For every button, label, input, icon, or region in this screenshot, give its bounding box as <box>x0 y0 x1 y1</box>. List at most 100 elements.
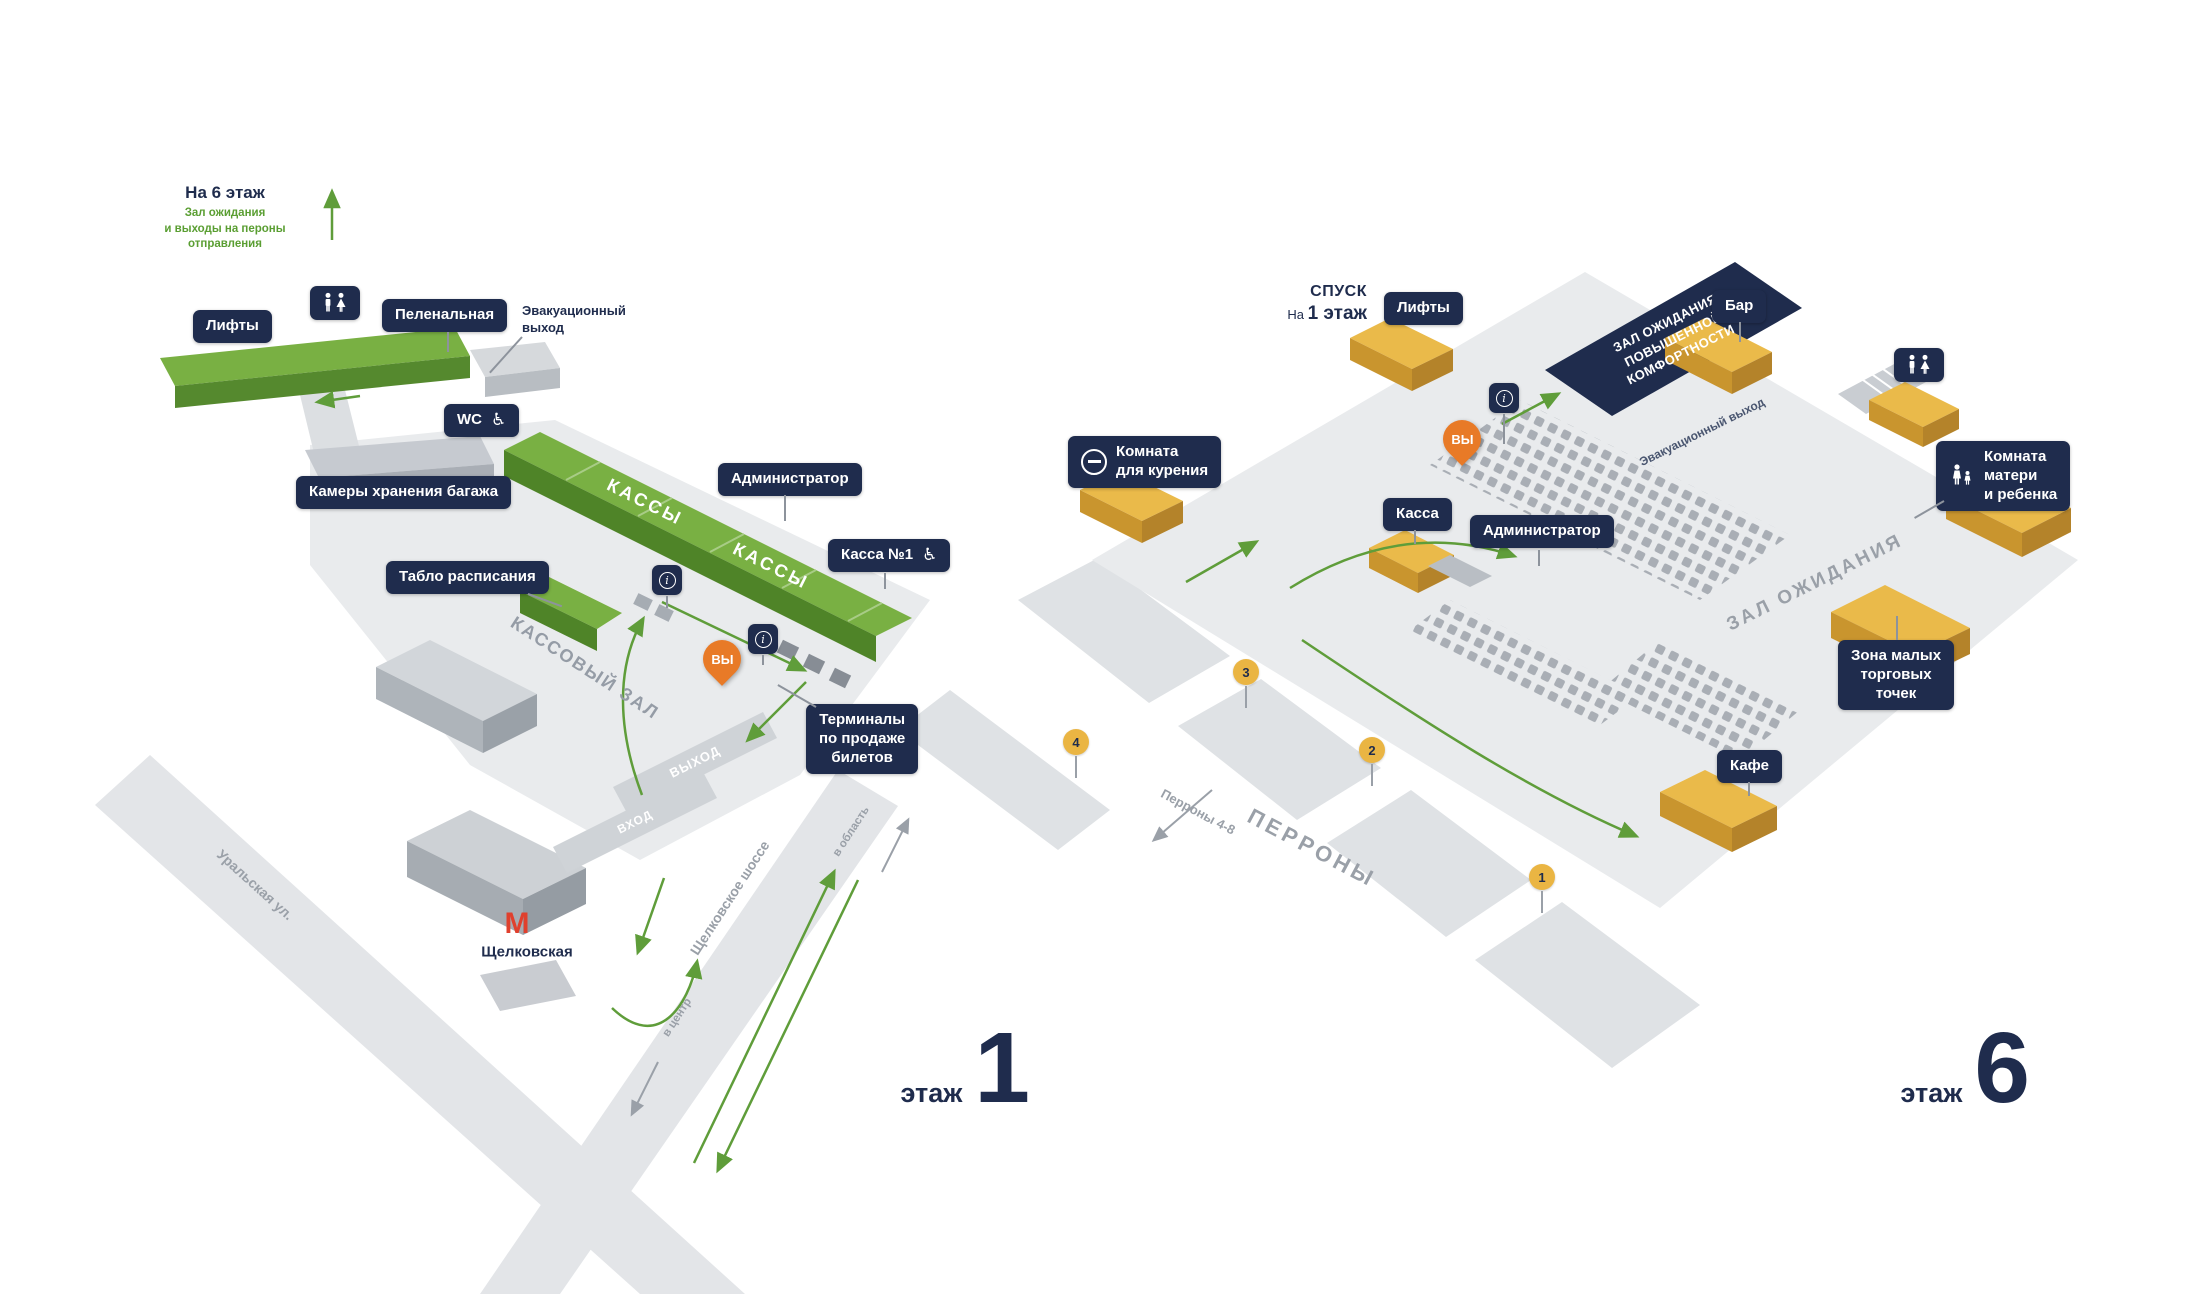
mother-child-icon <box>1953 464 1971 485</box>
changing-room-badge: Пеленальная <box>382 299 508 332</box>
floor1-art <box>95 188 930 1294</box>
pointer-line <box>1414 530 1416 544</box>
pointer-line <box>666 596 668 608</box>
platform-number-2: 2 <box>1359 737 1385 763</box>
administrator-label: Администратор <box>731 470 849 487</box>
kassa-badge: Касса <box>1383 498 1452 531</box>
platform-bands <box>898 558 1700 1068</box>
cafe-badge: Кафе <box>1717 750 1782 783</box>
pointer-line <box>884 573 886 589</box>
small-retail-badge: Зона малых торговых точек <box>1838 640 1955 711</box>
platform-number-label: 4 <box>1072 734 1080 750</box>
waiting-hall-label: ЗАЛ ОЖИДАНИЯ <box>1723 530 1907 636</box>
info-point-icon: i <box>748 624 778 654</box>
lifts-corridor-building <box>160 328 470 408</box>
pin-label: ВЫ <box>1450 431 1474 447</box>
kassa-no1-label: Касса №1 <box>841 546 914 563</box>
wc-badge <box>1894 348 1944 382</box>
wheelchair-icon: ♿ <box>491 409 507 430</box>
platform-number-1: 1 <box>1529 864 1555 890</box>
info-letter: i <box>1495 389 1513 407</box>
administrator-label: Администратор <box>1483 522 1601 539</box>
platform-tick <box>1371 764 1373 786</box>
cafe-label: Кафе <box>1730 757 1769 774</box>
wc-label: WC <box>457 411 482 428</box>
metro-logo: М <box>504 907 530 940</box>
platform-number-3: 3 <box>1233 659 1259 685</box>
smoking-room-badge: Комната для курения <box>1068 436 1222 488</box>
street-direction-arrows <box>630 817 910 1117</box>
entrance-corridor <box>553 772 717 873</box>
pointer-line <box>1538 550 1540 566</box>
wc-badge <box>310 286 360 320</box>
luggage-storage-badge: Камеры хранения багажа <box>296 476 512 509</box>
you-are-here-pin: ВЫ <box>1435 412 1489 466</box>
floor-word: этаж <box>1900 1078 1963 1108</box>
metro-station-label: Щелковская <box>481 943 573 961</box>
evacuation-exit-label: Эвакуационный выход <box>1637 394 1767 469</box>
floor-number: 6 <box>1974 1012 2030 1124</box>
bar-badge: Бар <box>1712 290 1767 323</box>
admin-desk <box>1428 555 1492 587</box>
cafe-kiosk <box>1660 770 1777 852</box>
wc-icon <box>1909 354 1930 374</box>
descend-note: СПУСК На 1 этаж <box>1262 283 1367 325</box>
floor6-hall-floor <box>1092 272 2078 908</box>
pointer-line <box>1896 616 1898 640</box>
descend-floor-number: 1 этаж <box>1307 303 1367 324</box>
waiting-seats <box>1410 400 1800 760</box>
metro-entrance-box <box>480 960 576 1011</box>
perrony-label: ПЕРРОНЫ <box>1243 803 1381 893</box>
floor1-indicator: этаж 1 <box>860 1012 1030 1124</box>
info-machines <box>633 593 674 622</box>
timetable-label: Табло расписания <box>399 568 536 585</box>
storage-building <box>407 810 586 935</box>
platform-tick <box>1245 686 1247 708</box>
to-floor6-note: На 6 этаж Зал ожидания и выходы на перон… <box>130 183 320 253</box>
evacuation-exit-label: Эвакуационный выход <box>522 303 626 335</box>
administrator-badge: Администратор <box>718 463 862 496</box>
wc-accessible-badge: WC ♿ <box>444 404 520 437</box>
wc-kiosk <box>1869 382 1959 447</box>
small-retail-label: Зона малых торговых точек <box>1851 647 1942 702</box>
floor1-route-arrows <box>314 188 860 1174</box>
platform-number-label: 2 <box>1368 742 1376 758</box>
ticket-terminals-badge: Терминалы по продаже билетов <box>806 704 919 775</box>
lifts-badge: Лифты <box>193 310 272 343</box>
pointer-line <box>1748 782 1750 796</box>
info-letter: i <box>754 630 772 648</box>
info-point-icon: i <box>652 565 682 595</box>
floor1-hall-floor <box>310 420 930 860</box>
timetable-badge: Табло расписания <box>386 561 549 594</box>
bar-label: Бар <box>1725 297 1754 314</box>
administrator-badge: Администратор <box>1470 515 1614 548</box>
info-point-icon: i <box>1489 383 1519 413</box>
platform-number-label: 3 <box>1242 664 1250 680</box>
pointer-line <box>1503 414 1505 444</box>
platform-number-label: 1 <box>1538 869 1546 885</box>
perrony-range-label: Перроны 4-8 <box>1158 785 1238 838</box>
changing-room-label: Пеленальная <box>395 306 495 323</box>
platform-number-4: 4 <box>1063 729 1089 755</box>
lifts-label: Лифты <box>1397 299 1450 316</box>
kassa-no1-badge: Касса №1 ♿ <box>828 539 951 572</box>
pin-shape: ВЫ <box>1435 412 1489 466</box>
descend-prefix: На <box>1287 307 1304 322</box>
mother-child-badge: Комната матери и ребенка <box>1936 441 2071 512</box>
floor6-route-arrows <box>1185 392 1640 838</box>
pointer-line <box>447 332 449 352</box>
lifts-label: Лифты <box>206 317 259 334</box>
pointer-line <box>1739 322 1741 342</box>
wheelchair-icon: ♿ <box>922 544 938 565</box>
lifts-kiosk <box>1350 318 1453 391</box>
smoking-icon <box>1081 448 1107 475</box>
lifts-badge: Лифты <box>1384 292 1463 325</box>
service-building <box>376 640 537 753</box>
ticket-terminals-label: Терминалы по продаже билетов <box>819 711 906 766</box>
floor-number: 1 <box>974 1012 1030 1124</box>
platform-tick <box>1541 891 1543 913</box>
perrony-direction-arrow <box>1151 789 1213 842</box>
